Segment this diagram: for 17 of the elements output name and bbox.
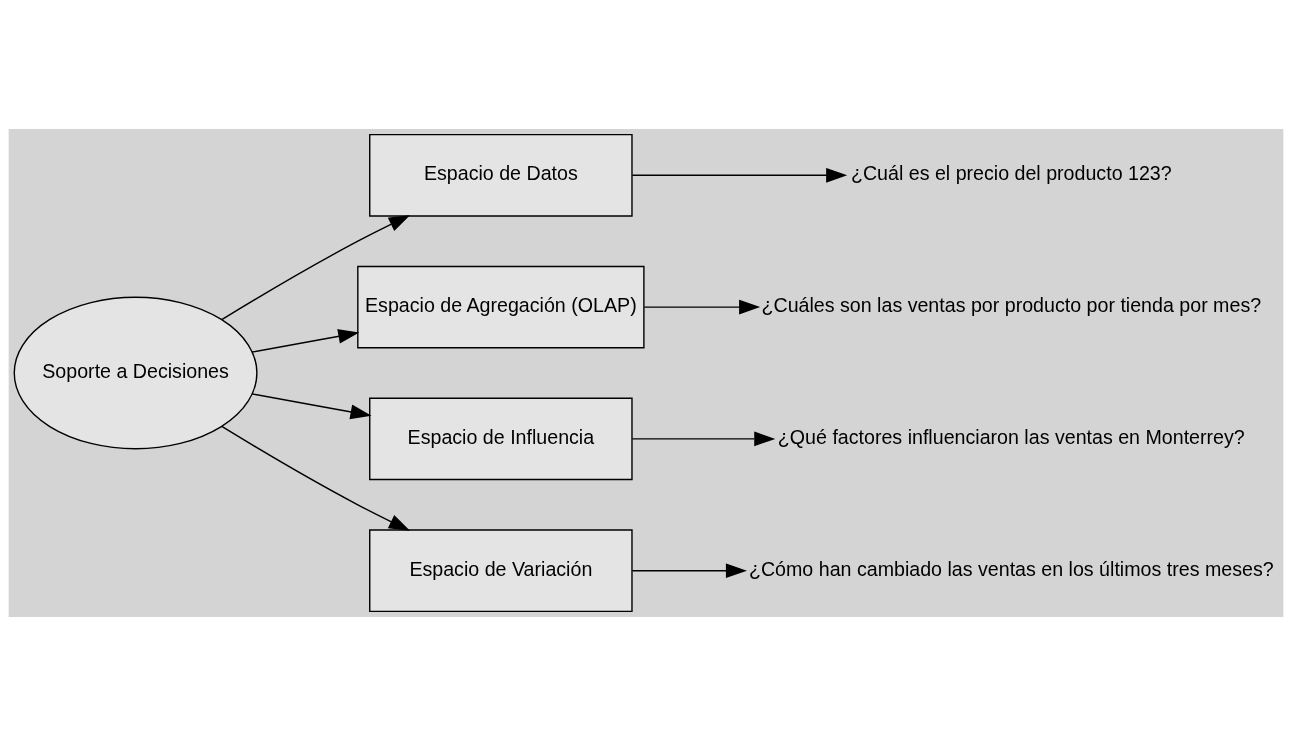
node-box: Espacio de Agregación (OLAP) (357, 265, 645, 349)
arrow (631, 563, 747, 579)
node-ellipse: Soporte a Decisiones (13, 296, 258, 450)
arrow (251, 329, 360, 353)
node-box: Espacio de Influencia (369, 397, 633, 481)
arrow (643, 299, 761, 315)
node-box: Espacio de Datos (369, 133, 633, 217)
node-box: Espacio de Variación (369, 529, 633, 613)
arrow (631, 167, 848, 183)
node-text: ¿Cuáles son las ventas por producto por tienda por mes? (761, 294, 1262, 317)
node-text: ¿Cuál es el precio del producto 123? (850, 162, 1172, 185)
arrow (221, 425, 410, 531)
node-text: ¿Qué factores influenciaron las ventas en Monterrey? (777, 426, 1245, 449)
arrow (251, 393, 372, 420)
arrow (631, 431, 776, 447)
node-text: ¿Cómo han cambiado las ventas en los últimos tres meses? (748, 557, 1274, 580)
arrow (221, 215, 410, 321)
